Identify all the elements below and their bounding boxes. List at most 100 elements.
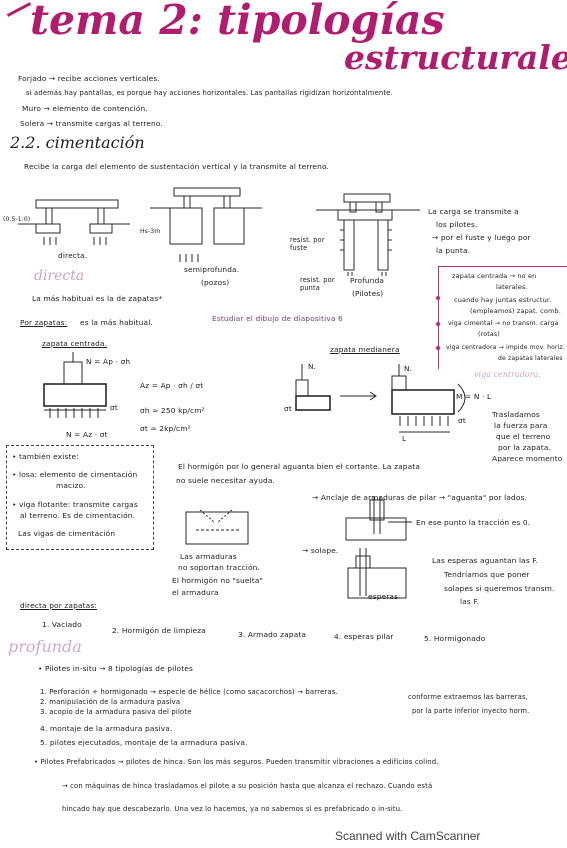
pilotes-step-1: 1. Perforación + hormigonado → especie d… <box>40 688 338 696</box>
step-limpieza: 2. Hormigón de limpieza <box>112 626 206 635</box>
page-title: tema 2: tipologías <box>30 0 445 44</box>
medianera-note-3: que el terreno <box>496 432 551 441</box>
n-right: N. <box>404 364 413 373</box>
step-hormigonado: 5. Hormigonado <box>424 634 486 643</box>
medianera-note-4: por la zapata. <box>498 443 552 452</box>
pilotes-step-2: 2. manipulación de la armadura pasiva <box>40 698 181 706</box>
side-box-line5: viga cimental → no transm. carga <box>448 320 559 327</box>
directa-por-zapatas-heading: directa por zapatas: <box>20 601 98 610</box>
pilotes-insitu: • Pilotes in-situ → 8 tipologías de pilo… <box>38 664 193 673</box>
esperas-note-1: Las esperas aguantan las F. <box>432 556 539 565</box>
intro-solera: Solera → transmite cargas al terreno. <box>20 119 163 128</box>
dim-left-2: Hs-3m <box>140 228 161 235</box>
tambien-viga-2: al terreno. Es de cimentación. <box>20 511 136 520</box>
label-pozos: (pozos) <box>201 278 230 287</box>
tambien-viga-1: • viga flotante: transmite cargas <box>12 500 138 509</box>
page-subtitle: estructurales <box>344 38 567 77</box>
carga-note-3: → por el fuste y luego por <box>432 233 531 242</box>
hormigon-note-2: no suele necesitar ayuda. <box>176 476 276 485</box>
sigma-t-centrada: σt <box>110 403 118 412</box>
armaduras-note-1: Las armaduras <box>180 552 237 561</box>
armaduras-note-3: El hormigón no "suelta" <box>172 576 264 585</box>
label-fuste: resist. por fuste <box>290 236 325 252</box>
dim-left-1: (0.5-1.0) <box>3 216 31 223</box>
pilotes-step-3: 3. acopio de la armadura pasiva del pilo… <box>40 708 192 716</box>
estudiar-note: Estudiar el dibujo de diapositiva 6 <box>212 314 343 323</box>
medianera-note-5: Aparece momento <box>492 454 563 463</box>
esperas-note-2: Tendríamos que poner <box>444 570 530 579</box>
label-directa: directa. <box>58 251 88 260</box>
carga-note-4: la punta. <box>436 246 471 255</box>
carga-note-2: los pilotes. <box>436 220 478 229</box>
sigma-left: σt <box>284 404 292 413</box>
zapata-medianera-label: zapata medianera <box>330 345 400 354</box>
zapata-centrada-label: zapata centrada. <box>42 339 108 348</box>
por-zapatas-label: Por zapatas: <box>20 318 68 327</box>
viga-centradora-label: viga centradora. <box>474 370 541 379</box>
directa-heading: directa <box>34 268 85 284</box>
side-box-dot-1 <box>436 296 440 300</box>
label-profunda: Profunda <box>350 276 385 285</box>
por-zapatas-text: es la más habitual. <box>80 318 153 327</box>
pilotes-step-1c: por la parte inferior inyecto horm. <box>412 707 530 715</box>
camscanner-watermark: Scanned with CamScanner <box>335 829 481 843</box>
sigma-right: σt <box>458 416 466 425</box>
n-small: N. <box>308 362 317 371</box>
esperas-note-4: las F. <box>460 597 480 606</box>
hormigon-note-1: El hormigón por lo general aguanta bien … <box>178 462 421 471</box>
medianera-note-1: Trasladamos <box>492 410 540 419</box>
tambien-viga-3: Las vigas de cimentación <box>18 529 116 538</box>
medianera-note-2: la fuerza para <box>494 421 548 430</box>
side-box-line4: (empleamos) zapat. comb. <box>470 307 561 315</box>
eq-sigma-h: σh ≈ 250 kp/cm² <box>140 406 205 415</box>
section-title: 2.2. cimentación <box>10 133 145 152</box>
armaduras-note-4: el armadura <box>172 588 219 597</box>
anclaje-note: → Anclaje de armaduras de pilar → "aguan… <box>312 493 528 502</box>
habitual-text: La más habitual es la de zapatas* <box>32 294 163 303</box>
n-top: N = Ap · σh <box>86 357 131 366</box>
section-definition: Recibe la carga del elemento de sustenta… <box>24 162 329 171</box>
carga-note-1: La carga se transmite a <box>428 207 519 216</box>
side-box-line8: de zapatas laterales <box>498 355 563 362</box>
eq-sigma-t: σt ≈ 2kp/cm² <box>140 424 191 433</box>
side-box <box>438 266 567 369</box>
traccion-note: En ese punto la tracción es 0. <box>416 518 531 527</box>
pilotes-step-5: 5. pilotes ejecutados, montaje de la arm… <box>40 738 248 747</box>
pilotes-step-4: 4. montaje de la armadura pasiva. <box>40 724 173 733</box>
intro-muro: Muro → elemento de contención. <box>22 104 148 113</box>
side-box-line2: laterales. <box>496 283 528 291</box>
moment-eq: M = N · L <box>456 392 492 401</box>
tambien-head: • también existe: <box>12 452 79 461</box>
esperas-label: esperas <box>368 592 399 601</box>
armaduras-note-2: no soportan tracción. <box>178 563 260 572</box>
intro-pantallas: si además hay pantallas, es porque hay a… <box>26 89 393 97</box>
l-label: L <box>402 434 407 443</box>
profunda-heading: profunda <box>8 637 82 656</box>
pilotes-prefabricados-2: → con máquinas de hinca trasladamos el p… <box>62 782 433 790</box>
side-box-dot-3 <box>436 346 440 350</box>
step-vaciado: 1. Vaciado <box>42 620 82 629</box>
side-box-line1: zapata centrada → no en <box>452 272 537 280</box>
tambien-existe-box <box>6 445 154 550</box>
intro-forjado: Forjado → recibe acciones verticales. <box>18 74 160 83</box>
solape-label: → solape. <box>302 546 339 555</box>
pilotes-step-1b: conforme extraemos las barreras, <box>408 693 528 701</box>
label-pilotes: (Pilotes) <box>352 289 384 298</box>
step-armado: 3. Armado zapata <box>238 630 307 639</box>
tambien-losa-2: macizo. <box>56 481 86 490</box>
tambien-losa-1: • losa: elemento de cimentación <box>12 470 138 479</box>
step-esperas: 4. esperas pilar <box>334 632 394 641</box>
side-box-dot-2 <box>436 322 440 326</box>
pilotes-prefabricados: • Pilotes Prefabricados → pilotes de hin… <box>34 758 439 766</box>
label-semiprofunda: semiprofunda. <box>184 265 240 274</box>
side-box-line3: cuando hay juntas estructur. <box>454 296 552 304</box>
side-box-line6: (rotas) <box>478 331 500 338</box>
pilotes-prefabricados-3: hincado hay que descabezarlo. Una vez lo… <box>62 805 403 813</box>
esperas-note-3: solapes si queremos transm. <box>444 584 555 593</box>
side-box-line7: viga centradora → impide mov. horiz. <box>446 344 565 351</box>
n-bottom: N = Az · σt <box>66 430 108 439</box>
